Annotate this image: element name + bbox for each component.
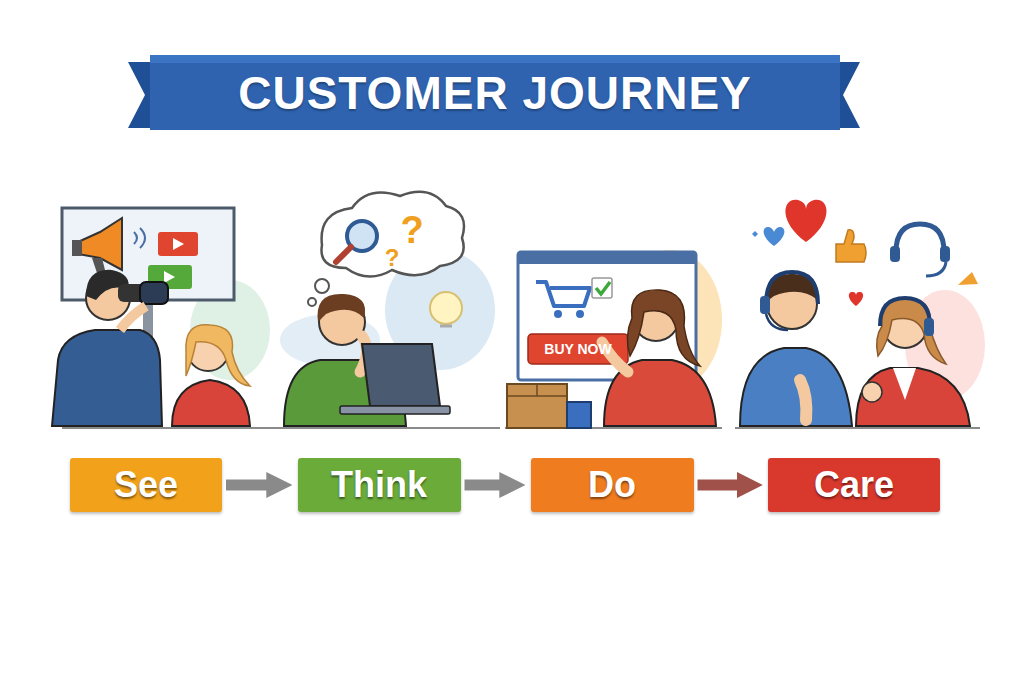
care-illustration (735, 200, 985, 428)
stage-box: Think (298, 458, 461, 512)
title-banner (128, 55, 860, 130)
question-mark: ? (385, 244, 400, 272)
stage-box: Care (768, 458, 940, 512)
think-illustration (262, 192, 500, 428)
flow-arrow (465, 480, 505, 491)
question-mark: ? (400, 209, 423, 252)
see-illustration (52, 208, 270, 428)
stage-label: Think (331, 464, 427, 506)
do-illustration (505, 250, 722, 428)
flow-arrow (698, 480, 743, 491)
stage-box: See (70, 458, 222, 512)
flow-arrow (226, 480, 272, 491)
stage-label: See (114, 464, 178, 506)
stage-box: Do (531, 458, 694, 512)
button-label: BUY NOW (544, 341, 611, 357)
stage-label: Care (814, 464, 894, 506)
stage-label: Do (588, 464, 636, 506)
title-text: CUSTOMER JOURNEY (238, 66, 752, 120)
